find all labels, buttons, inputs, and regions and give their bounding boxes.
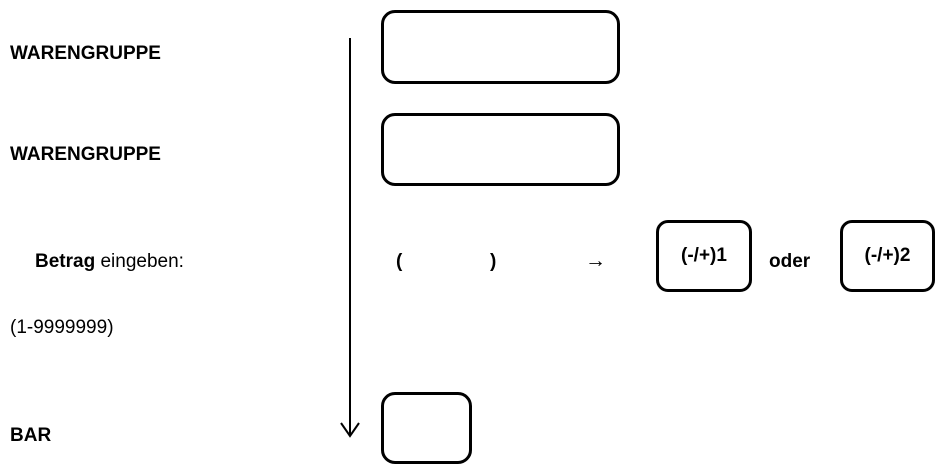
connector-oder: oder: [769, 251, 811, 272]
amount-paren-open: (: [396, 251, 403, 272]
sign-key-1-button[interactable]: (-/+)1: [656, 220, 752, 292]
label-betrag-rest: eingeben:: [95, 251, 184, 272]
right-arrow-icon: →: [585, 249, 606, 272]
label-betrag-eingeben: Betrag eingeben:: [35, 252, 184, 271]
bar-key-button[interactable]: [381, 392, 472, 464]
amount-paren-close: ): [490, 251, 497, 272]
sign-key-2-button[interactable]: (-/+)2: [840, 220, 935, 292]
flow-down-arrow-icon: [340, 38, 360, 438]
warengruppe-key-2[interactable]: [381, 113, 620, 186]
label-warengruppe-2: WARENGRUPPE: [10, 144, 161, 165]
warengruppe-key-1[interactable]: [381, 10, 620, 84]
label-warengruppe-1: WARENGRUPPE: [10, 43, 161, 64]
label-betrag-bold: Betrag: [35, 251, 96, 272]
label-bar: BAR: [10, 425, 52, 446]
label-range: (1-9999999): [10, 317, 114, 338]
